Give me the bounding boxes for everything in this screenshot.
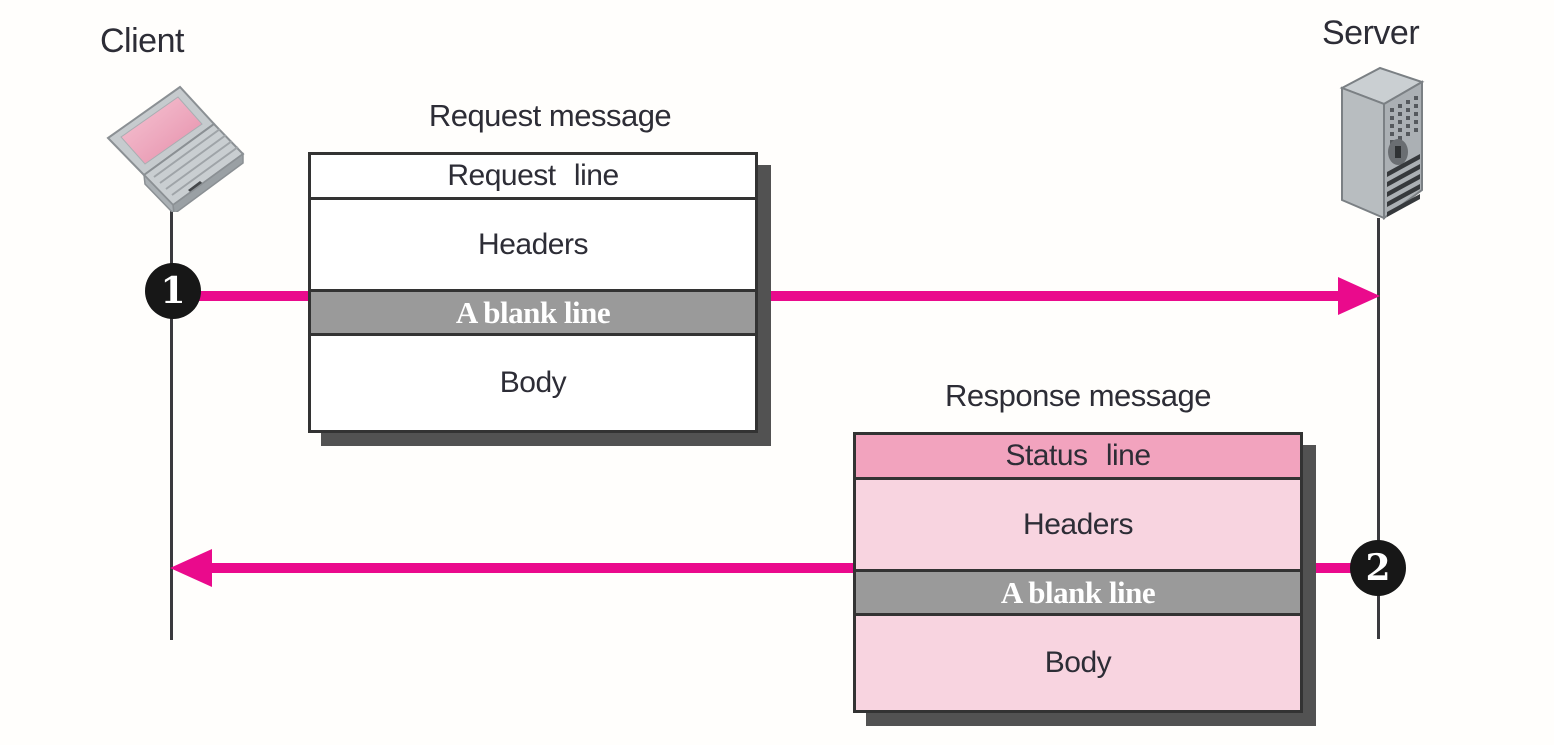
- request-arrowhead-icon: [1338, 277, 1380, 315]
- request-row-blank-line: A blank line: [311, 289, 755, 333]
- response-headers-label: Headers: [1023, 507, 1133, 541]
- client-lifeline: [170, 202, 173, 640]
- response-message-box: Status line Headers A blank line Body: [853, 432, 1303, 713]
- request-message-title: Request message: [428, 98, 672, 133]
- response-row-body: Body: [856, 613, 1300, 710]
- response-row-blank-line: A blank line: [856, 569, 1300, 613]
- server-icon: [1332, 60, 1432, 225]
- status-line-label: Status line: [1005, 439, 1151, 472]
- request-headers-label: Headers: [478, 227, 588, 261]
- server-label: Server: [1322, 14, 1420, 52]
- request-message-box: Request line Headers A blank line Body: [308, 152, 758, 433]
- client-label: Client: [100, 22, 184, 60]
- request-blank-line-label: A blank line: [455, 294, 611, 330]
- response-arrow: [210, 563, 1352, 573]
- server-lifeline: [1377, 218, 1380, 639]
- laptop-icon: [96, 74, 248, 217]
- response-row-headers: Headers: [856, 477, 1300, 569]
- request-row-request-line: Request line: [311, 155, 755, 197]
- step-1-badge: 1: [145, 263, 201, 319]
- response-body-label: Body: [1044, 646, 1112, 679]
- request-line-label: Request line: [447, 159, 619, 192]
- response-message-title: Response message: [945, 378, 1212, 413]
- request-row-headers: Headers: [311, 197, 755, 289]
- request-row-body: Body: [311, 333, 755, 430]
- response-row-status-line: Status line: [856, 435, 1300, 477]
- response-arrowhead-icon: [170, 549, 212, 587]
- request-body-label: Body: [499, 366, 567, 399]
- response-blank-line-label: A blank line: [1000, 574, 1156, 610]
- step-2-badge: 2: [1350, 540, 1406, 596]
